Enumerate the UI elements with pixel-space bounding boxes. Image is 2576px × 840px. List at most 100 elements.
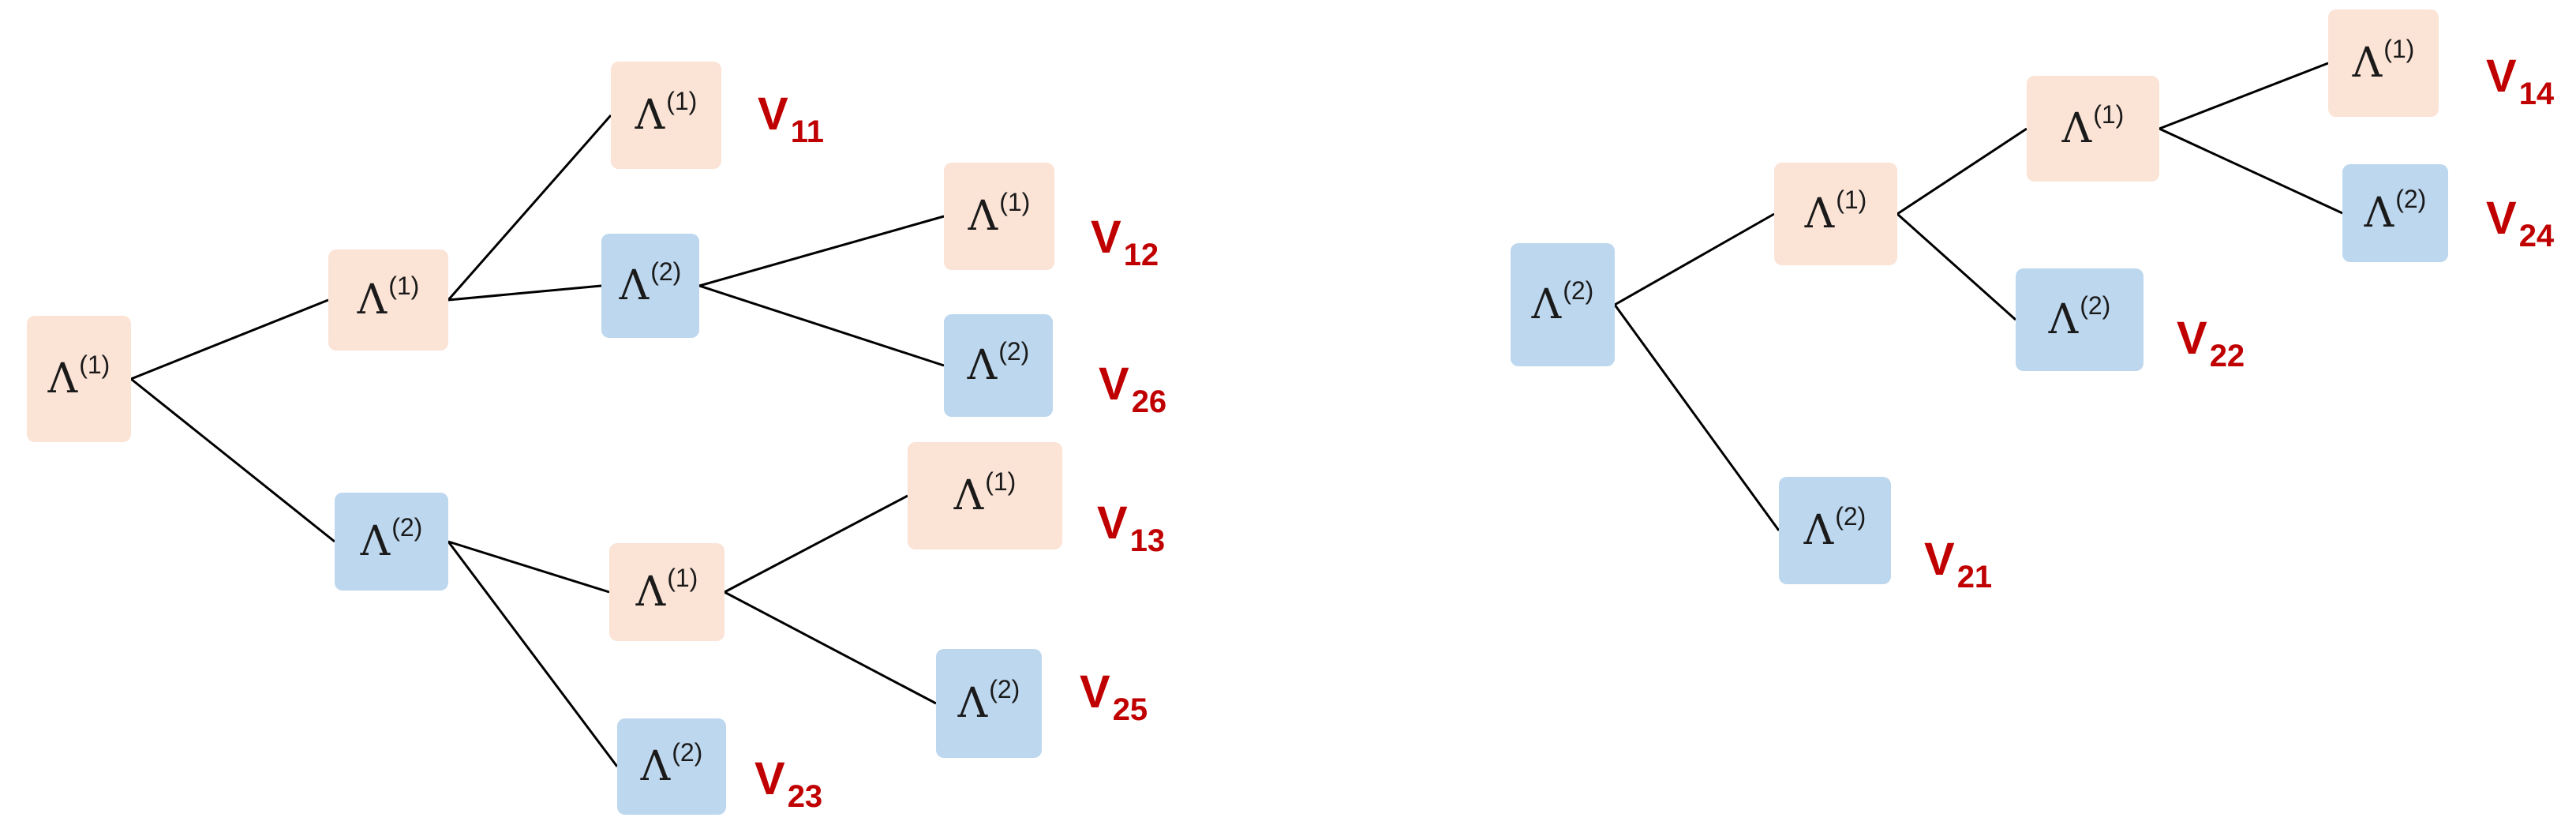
value-main: V [1099,358,1129,410]
node-l3-lambda1: Λ(1) [611,62,721,169]
node-superscript: (1) [999,187,1031,216]
edge-R0-R1 [1614,212,1775,306]
node-symbol: Λ [1804,190,1835,238]
node-symbol: Λ [2352,39,2383,87]
edge-R0-R2 [1613,304,1780,531]
edge-L1-L4 [447,284,602,302]
node-symbol: Λ [357,276,388,324]
node-superscript: (2) [391,512,423,542]
node-r4-lambda2: Λ(2) [2016,268,2144,371]
node-superscript: (2) [1835,501,1866,531]
value-main: V [1097,497,1128,549]
node-superscript: (1) [2093,99,2125,129]
node-superscript: (1) [667,563,698,592]
value-subscript: 25 [1112,692,1148,727]
node-symbol: Λ [1803,507,1834,554]
node-superscript: (2) [998,336,1030,366]
node-l10-lambda2: Λ(2) [936,649,1042,758]
edge-R3-R6 [2159,127,2343,215]
node-r2-lambda2: Λ(2) [1779,477,1891,584]
node-l0-lambda1: Λ(1) [27,316,131,442]
node-superscript: (2) [2395,184,2427,213]
node-r1-lambda1: Λ(1) [1774,163,1897,265]
value-label-v22: V22 [2177,313,2245,373]
value-label-v14: V14 [2486,51,2554,111]
node-superscript: (1) [2383,34,2415,63]
node-r6-lambda2: Λ(2) [2342,164,2448,262]
node-symbol: Λ [967,342,998,389]
value-main: V [1080,666,1110,718]
node-r0-lambda2: Λ(2) [1511,243,1615,366]
node-l9-lambda1: Λ(1) [908,442,1062,549]
value-main: V [2177,313,2207,364]
node-superscript: (2) [672,737,703,767]
node-l5-lambda1: Λ(1) [944,163,1054,270]
node-symbol: Λ [635,568,666,616]
node-superscript: (1) [79,350,110,379]
node-superscript: (1) [985,467,1017,496]
value-label-v12: V12 [1091,212,1159,272]
edge-L0-L1 [130,298,329,381]
node-superscript: (1) [666,86,698,115]
node-superscript: (1) [388,271,420,300]
node-superscript: (2) [2080,291,2111,320]
node-symbol: Λ [619,262,650,309]
node-symbol: Λ [957,680,988,727]
node-symbol: Λ [953,472,984,519]
edge-L0-L2 [130,377,335,543]
node-superscript: (2) [1563,276,1594,305]
value-subscript: 26 [1131,384,1167,419]
value-subscript: 23 [787,779,823,814]
value-main: V [754,753,785,804]
node-symbol: Λ [2048,296,2079,343]
node-superscript: (2) [650,257,682,286]
node-symbol: Λ [360,518,391,565]
node-symbol: Λ [47,355,78,403]
edge-L1-L3 [447,114,612,301]
edge-L4-L5 [698,215,945,287]
node-superscript: (2) [989,674,1020,703]
node-l1-lambda1: Λ(1) [328,249,448,351]
node-symbol: Λ [2061,105,2092,152]
value-label-v23: V23 [754,753,822,813]
value-subscript: 21 [1956,560,1993,594]
value-label-v13: V13 [1097,501,1165,557]
edge-R3-R5 [2159,62,2329,130]
value-label-v26: V26 [1099,362,1166,418]
value-main: V [2486,51,2517,102]
node-l4-lambda2: Λ(2) [601,234,699,338]
node-symbol: Λ [635,92,665,139]
value-label-v25: V25 [1080,666,1148,726]
edge-L7-L10 [724,591,937,705]
node-r5-lambda1: Λ(1) [2328,9,2439,117]
value-subscript: 14 [2518,77,2555,111]
node-r3-lambda1: Λ(1) [2027,76,2159,182]
edge-L7-L9 [724,494,908,594]
edge-L4-L6 [698,284,945,367]
value-subscript: 13 [1129,523,1166,558]
node-symbol: Λ [2364,189,2394,237]
value-label-v24: V24 [2486,193,2554,253]
node-l6-lambda2: Λ(2) [944,314,1053,417]
edge-R1-R3 [1896,127,2027,216]
node-superscript: (1) [1836,185,1867,214]
value-subscript: 24 [2518,219,2555,253]
value-label-v11: V11 [758,92,824,148]
value-subscript: 11 [790,114,824,149]
edge-R1-R4 [1896,212,2016,321]
node-symbol: Λ [1531,281,1562,328]
node-l8-lambda2: Λ(2) [617,718,726,815]
edge-L2-L8 [447,541,619,767]
value-main: V [758,88,788,140]
node-symbol: Λ [640,743,671,790]
node-symbol: Λ [968,193,998,240]
value-subscript: 22 [2209,339,2245,373]
edge-L2-L7 [447,540,610,594]
value-main: V [2486,193,2517,244]
value-main: V [1091,212,1121,263]
value-subscript: 12 [1123,238,1159,272]
node-l7-lambda1: Λ(1) [609,543,724,641]
value-label-v21: V21 [1924,537,1992,594]
